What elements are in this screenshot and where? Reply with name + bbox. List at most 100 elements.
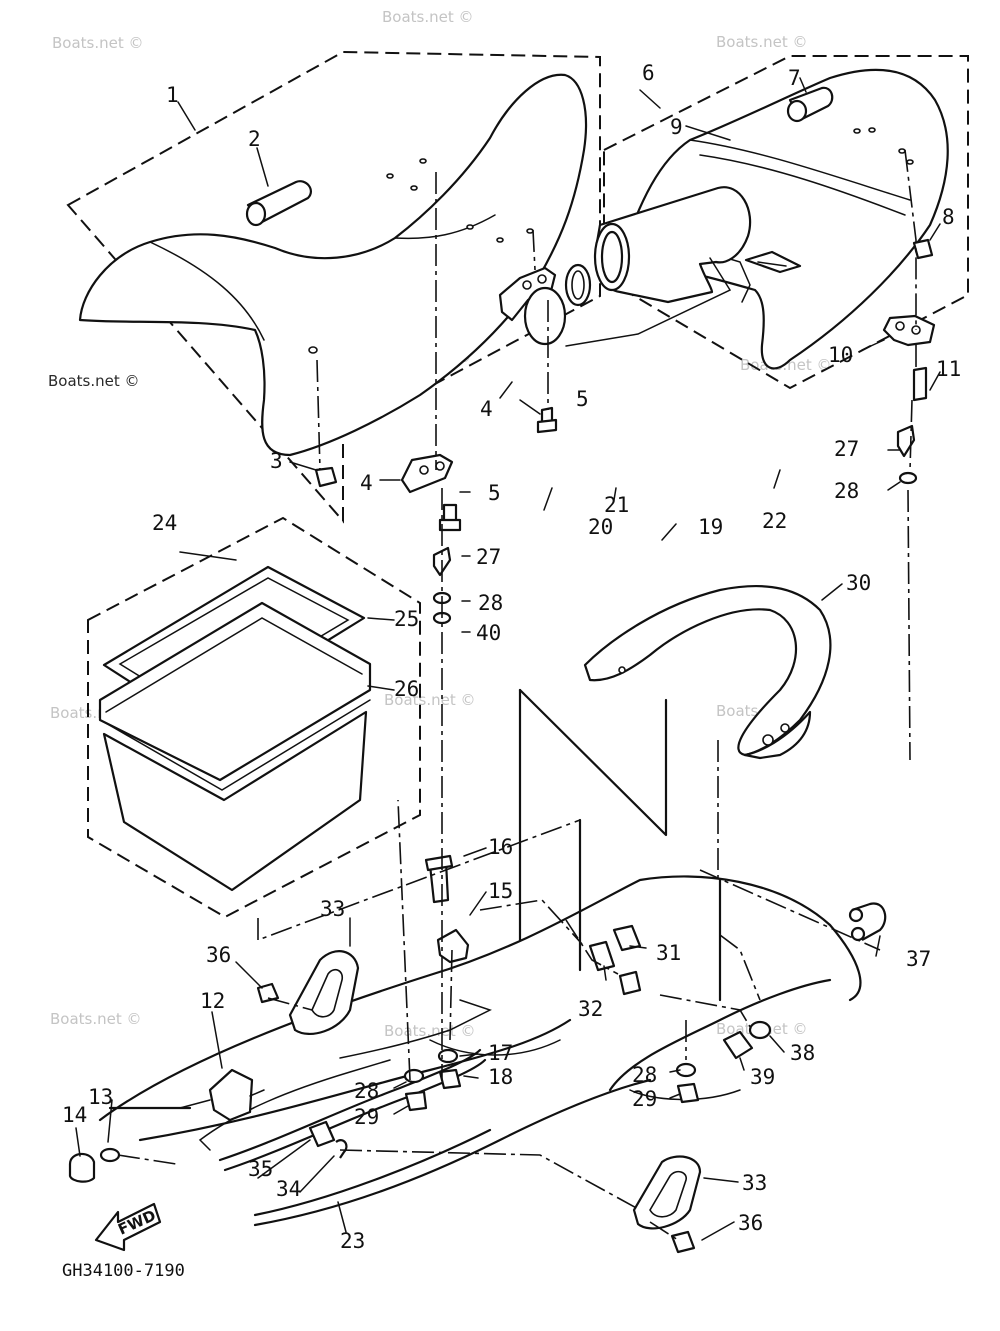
callout-label: 28: [632, 1063, 657, 1087]
callout-label: 32: [578, 997, 603, 1021]
front-seat-crease: [149, 241, 265, 341]
box-rim: [98, 601, 372, 782]
callout-label: 27: [834, 437, 859, 461]
callout-label: 13: [88, 1085, 113, 1109]
bolt: [670, 1230, 696, 1254]
callout-label: 18: [488, 1065, 513, 1089]
seat-hole: [868, 127, 876, 133]
front-seat-crease: [394, 214, 496, 240]
callout-label: 22: [762, 509, 787, 533]
callout-label: 8: [942, 205, 955, 229]
callout-label: 39: [750, 1065, 775, 1089]
hose: [218, 1048, 482, 1162]
clip: [744, 250, 802, 274]
bolt: [612, 924, 642, 952]
callouts: 1 2 3 4 4 5 5 6 7 8 9 10 11 12 13 14 15 …: [62, 61, 961, 1253]
drawing-code: GH34100-7190: [62, 1261, 185, 1281]
grab-strap-end: [786, 99, 808, 123]
callout-label: 17: [488, 1041, 513, 1065]
callout-label: 5: [488, 481, 501, 505]
washer: [403, 1068, 425, 1084]
seat-hole: [898, 148, 906, 154]
callout-label: 14: [62, 1103, 87, 1127]
nut: [404, 1090, 428, 1112]
callout-label: 23: [340, 1229, 365, 1253]
callout-label: 4: [360, 471, 373, 495]
bolt: [896, 424, 916, 458]
callout-label: 36: [206, 943, 231, 967]
watermark-text: Boats.net ©: [716, 33, 808, 51]
callout-label: 36: [738, 1211, 763, 1235]
callout-label: 26: [394, 677, 419, 701]
callout-label: 24: [152, 511, 177, 535]
callout-label: 34: [276, 1177, 301, 1201]
nut: [314, 466, 338, 488]
tube-cap: [523, 286, 567, 346]
watermark-text: Boats.net ©: [48, 372, 140, 390]
nut: [618, 970, 642, 996]
bracket: [436, 928, 470, 964]
bolt: [588, 940, 616, 972]
assembly-lines: [117, 149, 917, 1241]
callout-label: 28: [834, 479, 859, 503]
bolt-head: [536, 418, 558, 434]
rear-seat-body: [618, 68, 949, 370]
callout-label: 37: [906, 947, 931, 971]
callout-label: 28: [478, 591, 503, 615]
seat-hole: [526, 228, 534, 234]
watermark-text: Boats.net ©: [382, 8, 474, 26]
callout-label: 19: [698, 515, 723, 539]
callout-label: 21: [604, 493, 629, 517]
nut: [912, 238, 934, 260]
callout-label: 29: [354, 1105, 379, 1129]
washer: [898, 471, 918, 485]
callout-label: 40: [476, 621, 501, 645]
storage-box: [98, 565, 372, 892]
watermark-text: Boats.net ©: [50, 1010, 142, 1028]
nut: [676, 1082, 700, 1104]
callout-label: 7: [788, 66, 801, 90]
callout-label: 2: [248, 127, 261, 151]
callout-label: 12: [200, 989, 225, 1013]
box-body: [102, 710, 368, 892]
bolt: [256, 982, 280, 1004]
seat-hole: [853, 128, 861, 134]
callout-label: 6: [642, 61, 655, 85]
washer: [437, 1048, 459, 1064]
storage-tube: [523, 186, 802, 347]
callout-label: 9: [670, 115, 683, 139]
seat-front-group-boundary: [66, 50, 601, 524]
deck: [98, 875, 862, 1227]
seat-hole: [496, 237, 504, 243]
watermark-text: Boats.net ©: [52, 34, 144, 52]
nut: [308, 1120, 336, 1148]
drain-plug: [68, 1152, 96, 1183]
callout-label: 30: [846, 571, 871, 595]
callout-label: 33: [320, 897, 345, 921]
hinge-bracket: [882, 314, 936, 347]
seat-hole: [308, 346, 318, 354]
callout-label: 20: [588, 515, 613, 539]
lower-hardware: [68, 854, 887, 1254]
front-seat: [78, 73, 588, 457]
front-seat-body: [78, 73, 588, 457]
callout-label: 10: [828, 343, 853, 367]
callout-label: 25: [394, 607, 419, 631]
clamp: [335, 1139, 348, 1159]
callout-label: 4: [480, 397, 493, 421]
storage-box-group-boundary: [87, 516, 421, 919]
callout-label: 33: [742, 1171, 767, 1195]
rear-seat-band: [689, 139, 911, 201]
rear-cover: [583, 584, 832, 760]
forward-direction-arrow: FWD: [94, 1202, 162, 1252]
callout-label: 1: [166, 83, 179, 107]
callout-label: 27: [476, 545, 501, 569]
callout-label: 38: [790, 1041, 815, 1065]
callout-label: 16: [488, 835, 513, 859]
callout-label: 28: [354, 1079, 379, 1103]
seat-hole: [386, 173, 394, 179]
seat-hole: [466, 224, 474, 230]
callout-label: 31: [656, 941, 681, 965]
leader-lines: [75, 77, 941, 1241]
